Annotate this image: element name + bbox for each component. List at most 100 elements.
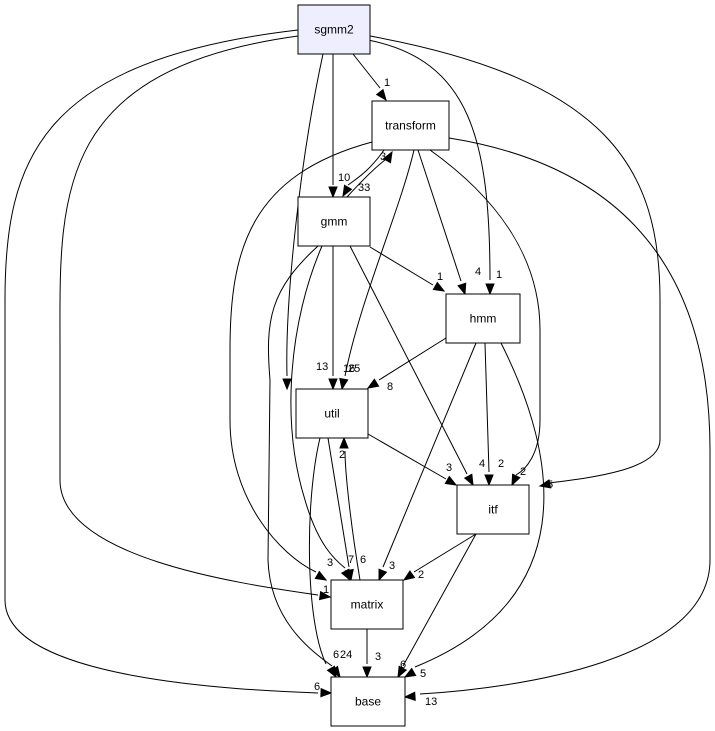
edge-transform-to-hmm: 4 — [417, 149, 481, 296]
node-box[interactable] — [297, 196, 371, 247]
edge-count-label[interactable]: 3 — [389, 560, 395, 572]
edge-transform-to-itf: 2 — [429, 149, 541, 487]
edge-count-label[interactable]: 1 — [437, 271, 443, 283]
node-hmm[interactable]: hmm — [445, 293, 521, 344]
edge-line — [59, 35, 319, 596]
edge-count-label[interactable]: 3 — [380, 151, 386, 163]
edge-sgmm2-to-matrix: 1 — [59, 35, 332, 601]
edge-count-label[interactable]: 1 — [384, 77, 390, 89]
edge-line — [308, 437, 327, 665]
edge-arrowhead — [444, 475, 458, 486]
edge-count-label[interactable]: 7 — [348, 554, 354, 566]
edge-hmm-to-base: 5 — [403, 342, 545, 680]
node-itf[interactable]: itf — [456, 484, 530, 535]
node-label[interactable]: util — [324, 407, 339, 421]
edge-count-label[interactable]: 16 — [343, 363, 355, 375]
edge-arrowhead — [484, 474, 494, 487]
edge-util-to-itf: 3 — [367, 433, 458, 486]
edge-count-label[interactable]: 13 — [316, 361, 328, 373]
node-box[interactable] — [330, 579, 404, 630]
edge-count-label[interactable]: 8 — [387, 381, 393, 393]
edge-gmm-to-itf: 4 — [349, 245, 485, 487]
edge-line — [419, 137, 711, 695]
edge-arrowhead — [318, 590, 332, 601]
node-sgmm2[interactable]: sgmm2 — [297, 4, 371, 55]
node-gmm[interactable]: gmm — [297, 196, 371, 247]
node-label[interactable]: itf — [488, 503, 498, 517]
node-box[interactable] — [445, 293, 521, 344]
edge-arrowhead — [282, 378, 292, 391]
node-box[interactable] — [330, 676, 406, 727]
edge-itf-to-base: 6 — [397, 533, 477, 679]
edge-count-label[interactable]: 13 — [425, 696, 437, 708]
edge-gmm-to-hmm: 1 — [369, 246, 446, 292]
edge-line — [367, 433, 447, 480]
edge-count-label[interactable]: 3 — [446, 462, 452, 474]
node-box[interactable] — [456, 484, 530, 535]
edge-line — [290, 245, 346, 569]
edge-sgmm2-to-util: 13 — [282, 53, 328, 391]
edge-arrowhead — [382, 150, 393, 164]
nodes-layer: sgmm2 transform gmm hmm util itf matrix base — [295, 4, 530, 727]
node-transform[interactable]: transform — [371, 100, 450, 151]
edge-arrowhead — [339, 436, 349, 449]
edge-sgmm2-to-hmm: 1 — [367, 39, 502, 296]
edge-count-label[interactable]: 2 — [339, 449, 345, 461]
edge-count-label[interactable]: 6 — [400, 659, 406, 671]
node-box[interactable] — [371, 100, 450, 151]
edge-count-label[interactable]: 2 — [418, 569, 424, 581]
node-util[interactable]: util — [295, 388, 369, 439]
edge-count-label[interactable]: 6 — [314, 681, 320, 693]
edge-count-label[interactable]: 10 — [338, 172, 350, 184]
edge-count-label[interactable]: 5 — [547, 479, 553, 491]
node-box[interactable] — [295, 388, 369, 439]
edge-count-label[interactable]: 3 — [327, 557, 333, 569]
edge-count-label[interactable]: 24 — [340, 649, 352, 661]
edge-arrowhead — [463, 473, 474, 487]
edge-count-label[interactable]: 2 — [520, 466, 526, 478]
edge-count-label[interactable]: 1 — [323, 584, 329, 596]
edge-sgmm2-to-base: 6 — [4, 29, 333, 698]
edge-sgmm2-to-transform: 1 — [352, 53, 390, 102]
edge-count-label[interactable]: 1 — [496, 269, 502, 281]
node-label[interactable]: sgmm2 — [314, 23, 354, 37]
edge-arrowhead — [378, 568, 388, 582]
edge-arrowhead — [314, 570, 328, 581]
edge-arrowhead — [402, 570, 416, 581]
node-label[interactable]: gmm — [321, 215, 348, 229]
edge-arrowhead — [432, 281, 446, 292]
node-box[interactable] — [297, 4, 371, 55]
node-label[interactable]: base — [355, 695, 381, 709]
node-base[interactable]: base — [330, 676, 406, 727]
node-label[interactable]: matrix — [351, 598, 384, 612]
edge-count-label[interactable]: 4 — [479, 458, 485, 470]
edge-hmm-to-itf: 2 — [484, 342, 504, 487]
edge-count-label[interactable]: 33 — [358, 182, 370, 194]
edge-line — [344, 149, 415, 377]
edge-arrowhead — [457, 282, 467, 296]
edge-count-label[interactable]: 4 — [475, 266, 481, 278]
node-label[interactable]: hmm — [470, 312, 497, 326]
node-matrix[interactable]: matrix — [330, 579, 404, 630]
edge-arrowhead — [328, 378, 338, 391]
edge-count-label[interactable]: 25 — [348, 363, 360, 375]
edge-count-label[interactable]: 6 — [333, 649, 339, 661]
edge-line — [413, 533, 477, 573]
edge-count-label[interactable]: 5 — [420, 668, 426, 680]
edge-arrowhead — [328, 186, 338, 199]
edge-arrowhead — [362, 666, 372, 679]
edge-line — [378, 337, 447, 381]
edge-sgmm2-to-gmm: 10 — [328, 54, 350, 199]
edge-matrix-to-base: 3 — [362, 629, 381, 679]
edge-count-label[interactable]: 3 — [375, 651, 381, 663]
edge-transform-to-util: 25 — [339, 149, 415, 391]
edge-line — [4, 29, 319, 694]
edge-arrowhead — [344, 568, 354, 582]
node-label[interactable]: transform — [385, 119, 436, 133]
edge-count-label[interactable]: 6 — [360, 554, 366, 566]
edge-transform-to-matrix: 3 — [229, 141, 373, 581]
edge-gmm-to-transform: 3 — [346, 150, 393, 198]
edge-gmm-to-util: 16 — [328, 246, 355, 391]
edge-count-label[interactable]: 2 — [498, 458, 504, 470]
